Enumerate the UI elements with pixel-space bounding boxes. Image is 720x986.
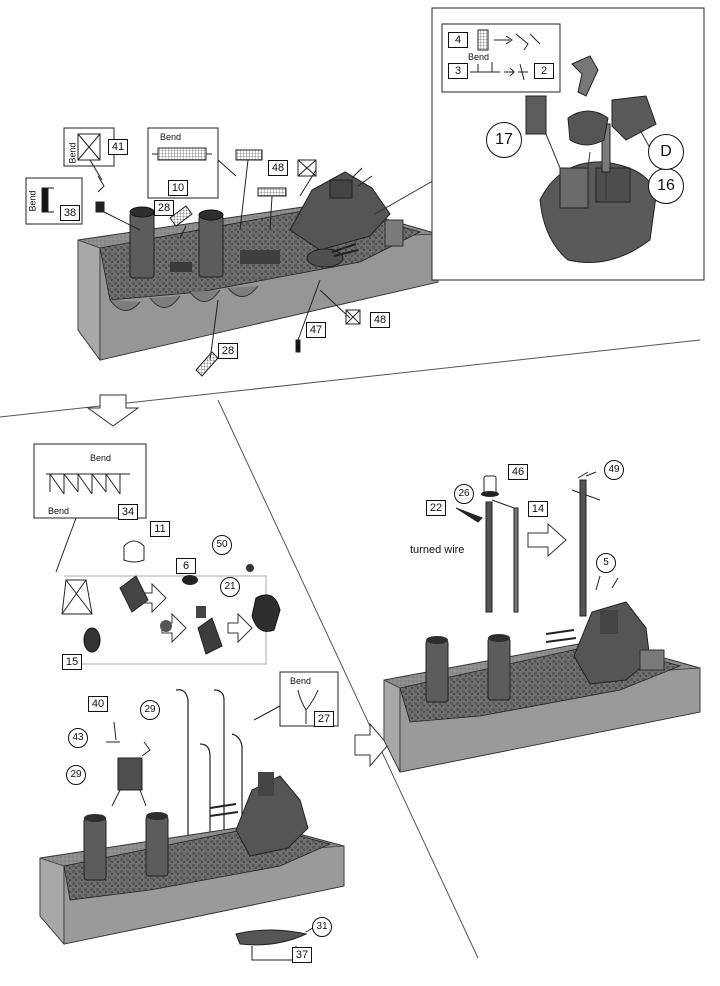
step1-model	[77, 167, 439, 362]
step3-assembly	[383, 471, 701, 773]
part-11-label: 11	[150, 521, 170, 537]
part-27-label: 27	[314, 711, 334, 727]
part-49-label: 49	[604, 460, 624, 480]
part-31-label: 31	[312, 917, 332, 937]
part-21-label: 21	[220, 577, 240, 597]
part-34-label: 34	[118, 504, 138, 520]
part-6-label: 6	[176, 558, 196, 574]
part-10-label: 10	[168, 180, 188, 196]
part-15-label: 15	[62, 654, 82, 670]
part-D-label: D	[648, 134, 684, 170]
step2-assembly	[33, 443, 345, 961]
part-29-label-right: 29	[140, 700, 160, 720]
part-43-label: 43	[68, 728, 88, 748]
part-41-label: 41	[108, 139, 128, 155]
part-26-label: 26	[454, 484, 474, 504]
bend-note-38: Bend	[27, 190, 38, 212]
part-22-label: 22	[426, 500, 446, 516]
part-48-label-top: 48	[268, 160, 288, 176]
part-17-label: 17	[486, 122, 522, 158]
bend-note-34-top: Bend	[90, 453, 112, 463]
part-48-label-bottom: 48	[370, 312, 390, 328]
part-5-label: 5	[596, 553, 616, 573]
bend-note-inset: Bend	[468, 52, 490, 62]
bend-note-41: Bend	[67, 142, 78, 164]
part-28-label-top: 28	[154, 200, 174, 216]
part-50-label: 50	[212, 535, 232, 555]
part-46-label: 46	[508, 464, 528, 480]
part-47-label: 47	[306, 322, 326, 338]
part-29-label-left: 29	[66, 765, 86, 785]
bend-note-34-bottom: Bend	[48, 506, 70, 516]
part-28-label-bottom: 28	[218, 343, 238, 359]
part-2-label: 2	[534, 63, 554, 79]
part-14-label: 14	[528, 501, 548, 517]
part-38-label: 38	[60, 205, 80, 221]
flow-arrows	[86, 394, 567, 768]
part-40-label: 40	[88, 696, 108, 712]
part-37-label: 37	[292, 947, 312, 963]
bend-note-10: Bend	[160, 132, 182, 142]
part-4-label: 4	[448, 32, 468, 48]
turned-wire-note: turned wire	[410, 544, 465, 556]
part-3-label: 3	[448, 63, 468, 79]
bend-note-27: Bend	[290, 676, 312, 686]
part-16-label: 16	[648, 168, 684, 204]
